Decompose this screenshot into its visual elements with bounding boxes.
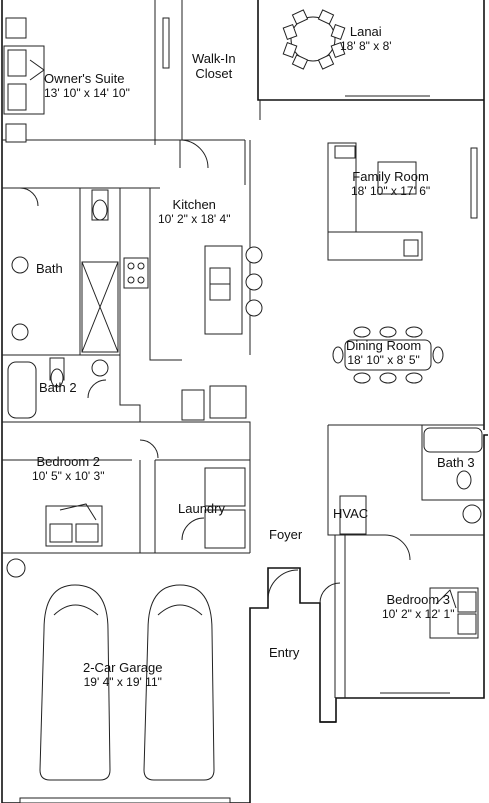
bedroom-3-dims: 10' 2" x 12' 1" [382, 606, 455, 621]
owners-suite-name: Owner's Suite [44, 71, 125, 86]
entry-label: Entry [269, 645, 300, 661]
hvac-unit [339, 495, 367, 535]
bedroom-2-name: Bedroom 2 [36, 454, 101, 469]
bedroom-2-label: Bedroom 2 10' 5" x 10' 3" [32, 454, 105, 484]
dining-room-dims: 18' 10" x 8' 5" [347, 352, 420, 367]
kitchen-label: Kitchen 10' 2" x 18' 4" [158, 197, 231, 227]
lanai-label: Lanai 18' 8" x 8' [340, 24, 392, 54]
laundry-name: Laundry [178, 501, 225, 516]
windows [19, 17, 478, 803]
laundry-label: Laundry [178, 501, 225, 517]
bath-name: Bath [36, 261, 63, 276]
hvac-name: HVAC [333, 506, 369, 521]
foyer-label: Foyer [269, 527, 303, 543]
lanai-table [282, 9, 346, 70]
dining-room-name: Dining Room [346, 338, 422, 353]
garage-cars [6, 558, 215, 781]
bath-2-name: Bath 2 [39, 380, 77, 395]
bedroom-2-dims: 10' 5" x 10' 3" [32, 468, 105, 483]
interior-walls [2, 0, 484, 698]
garage-name: 2-Car Garage [83, 660, 163, 675]
bath-3-label: Bath 3 [437, 455, 475, 471]
kitchen-island [123, 245, 263, 335]
garage-dims: 19' 4" x 19' 11" [83, 674, 162, 689]
walk-in-closet-line2: Closet [195, 65, 233, 81]
bath-fixtures [7, 189, 483, 524]
owners-bed [3, 17, 45, 143]
lanai-dims: 18' 8" x 8' [340, 38, 392, 53]
owners-suite-dims: 13' 10" x 14' 10" [44, 85, 130, 100]
bedroom-3-name: Bedroom 3 [386, 592, 451, 607]
garage-label: 2-Car Garage 19' 4" x 19' 11" [83, 660, 163, 690]
family-room-label: Family Room 18' 10" x 17' 6" [351, 169, 431, 199]
family-room-name: Family Room [352, 169, 429, 184]
bedroom-3-label: Bedroom 3 10' 2" x 12' 1" [382, 592, 455, 622]
laundry-appliances [181, 385, 247, 549]
walk-in-closet-label: Walk-In Closet [192, 51, 236, 82]
hvac-label: HVAC [333, 506, 369, 522]
entry-name: Entry [269, 645, 300, 660]
bath-3-name: Bath 3 [437, 455, 475, 470]
lanai-name: Lanai [349, 24, 382, 39]
kitchen-name: Kitchen [172, 197, 216, 212]
dining-room-label: Dining Room 18' 10" x 8' 5" [346, 338, 422, 368]
walk-in-closet-line1: Walk-In [192, 51, 236, 66]
family-room-dims: 18' 10" x 17' 6" [351, 183, 431, 198]
bedroom-beds [45, 503, 479, 639]
doors [19, 139, 411, 604]
foyer-name: Foyer [269, 527, 303, 542]
bath-label: Bath [36, 261, 63, 277]
dining-table [332, 326, 444, 384]
family-sofa [327, 142, 423, 261]
kitchen-dims: 10' 2" x 18' 4" [158, 211, 231, 226]
owners-suite-label: Owner's Suite 13' 10" x 14' 10" [44, 71, 130, 101]
bath-2-label: Bath 2 [39, 380, 77, 396]
